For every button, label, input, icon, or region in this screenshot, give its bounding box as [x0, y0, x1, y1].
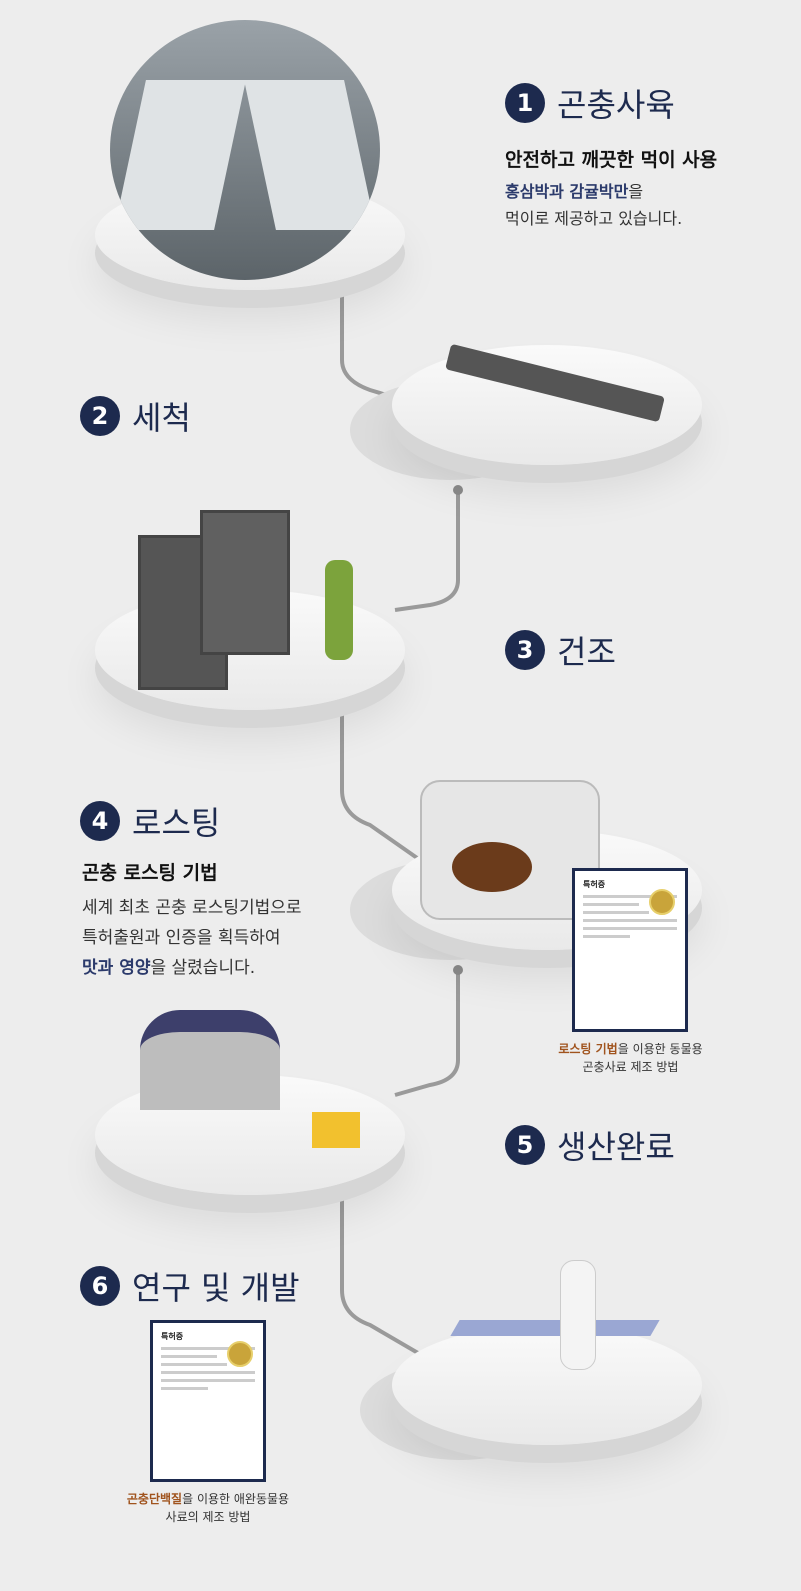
- highlight-text: 홍삼박과 감귤박만: [505, 182, 629, 201]
- worker-illustration: [325, 560, 353, 660]
- step-4-heading: 4 로스팅: [80, 798, 220, 844]
- step-1-heading: 1 곤충사육: [505, 80, 675, 126]
- certificate-header: 특허증: [161, 1332, 184, 1341]
- step-number-badge: 3: [505, 630, 545, 670]
- gold-seal-icon: [649, 889, 675, 915]
- certificate-header: 특허증: [583, 880, 606, 889]
- step-number-badge: 1: [505, 83, 545, 123]
- roasting-machine-illustration: [420, 780, 600, 920]
- caption-text: 을 이용한 동물용: [617, 1042, 703, 1056]
- step-title: 로스팅: [132, 804, 221, 842]
- highlight-text: 맛과 영양: [82, 958, 151, 978]
- step-number-badge: 2: [80, 396, 120, 436]
- desc-text: 세계 최초 곤충 로스팅기법으로: [82, 898, 302, 918]
- insect-farm-photo: [110, 20, 380, 280]
- step-number-badge: 6: [80, 1266, 120, 1306]
- step-title: 생산완료: [557, 1128, 675, 1166]
- certificate-1-caption: 로스팅 기법을 이용한 동물용 곤충사료 제조 방법: [548, 1040, 713, 1076]
- step-number-badge: 5: [505, 1125, 545, 1165]
- step-4-description: 세계 최초 곤충 로스팅기법으로 특허출원과 인증을 획득하여 맛과 영양을 살…: [82, 893, 302, 983]
- step-3-heading: 3 건조: [505, 627, 616, 673]
- gold-seal-icon: [227, 1341, 253, 1367]
- step-title: 연구 및 개발: [132, 1269, 300, 1307]
- step-5-heading: 5 생산완료: [505, 1122, 675, 1168]
- step-6-heading: 6 연구 및 개발: [80, 1263, 300, 1309]
- delivery-truck-illustration: [312, 1112, 360, 1148]
- step-title: 곤충사육: [557, 86, 675, 124]
- drying-machine-illustration: [200, 510, 290, 655]
- caption-text: 을 이용한 애완동물용: [182, 1492, 290, 1506]
- step-title: 건조: [557, 633, 616, 671]
- desc-text: 을 살렸습니다.: [150, 958, 256, 978]
- highlight-text: 곤충단백질: [126, 1492, 183, 1506]
- platform-6: [392, 1325, 702, 1445]
- certificate-2-caption: 곤충단백질을 이용한 애완동물용 사료의 제조 방법: [118, 1490, 298, 1526]
- caption-text: 곤충사료 제조 방법: [582, 1060, 679, 1074]
- desc-text: 특허출원과 인증을 획득하여: [82, 928, 281, 948]
- step-2-heading: 2 세척: [80, 393, 191, 439]
- lab-desk-illustration: [450, 1320, 660, 1336]
- caption-text: 사료의 제조 방법: [165, 1510, 251, 1524]
- step-1-subtitle: 안전하고 깨끗한 먹이 사용: [505, 149, 718, 171]
- step-number-badge: 4: [80, 801, 120, 841]
- step-1-description: 홍삼박과 감귤박만을 먹이로 제공하고 있습니다.: [505, 178, 682, 232]
- researcher-illustration: [560, 1260, 596, 1370]
- highlight-text: 로스팅 기법: [558, 1042, 618, 1056]
- factory-illustration: [140, 1010, 280, 1110]
- desc-text: 을: [628, 182, 644, 201]
- step-title: 세척: [132, 399, 191, 437]
- patent-certificate-1: 특허증: [572, 868, 688, 1032]
- patent-certificate-2: 특허증: [150, 1320, 266, 1482]
- step-4-subtitle: 곤충 로스팅 기법: [82, 862, 218, 884]
- desc-text: 먹이로 제공하고 있습니다.: [505, 209, 683, 228]
